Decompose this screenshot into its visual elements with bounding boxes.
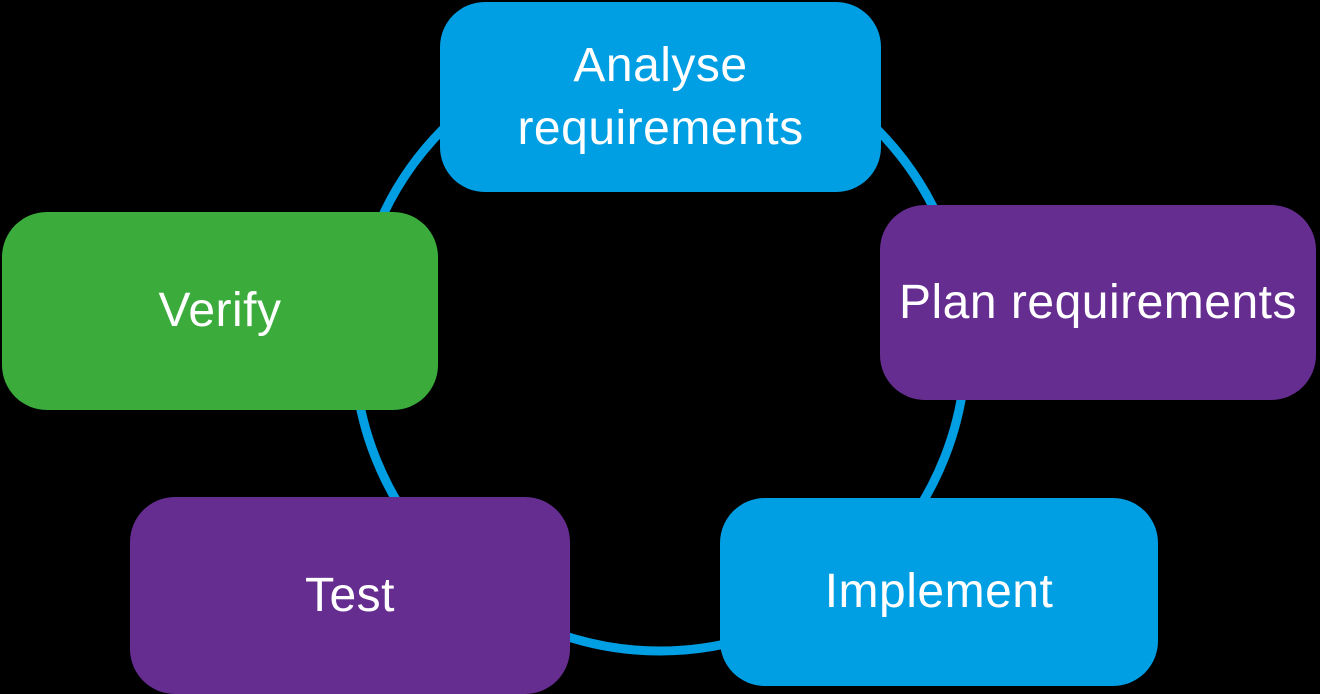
node-verify-label: Verify <box>158 284 282 338</box>
node-analyse-requirements: Analyse requirements <box>440 2 881 192</box>
node-implement: Implement <box>720 498 1158 686</box>
node-test: Test <box>130 497 570 694</box>
node-test-label: Test <box>304 568 396 622</box>
node-implement-label: Implement <box>824 565 1054 619</box>
node-plan-requirements-label: Plan requirements <box>898 275 1298 329</box>
node-verify: Verify <box>2 212 438 410</box>
node-analyse-requirements-label: Analyse requirements <box>517 38 804 155</box>
node-plan-requirements: Plan requirements <box>880 205 1316 400</box>
